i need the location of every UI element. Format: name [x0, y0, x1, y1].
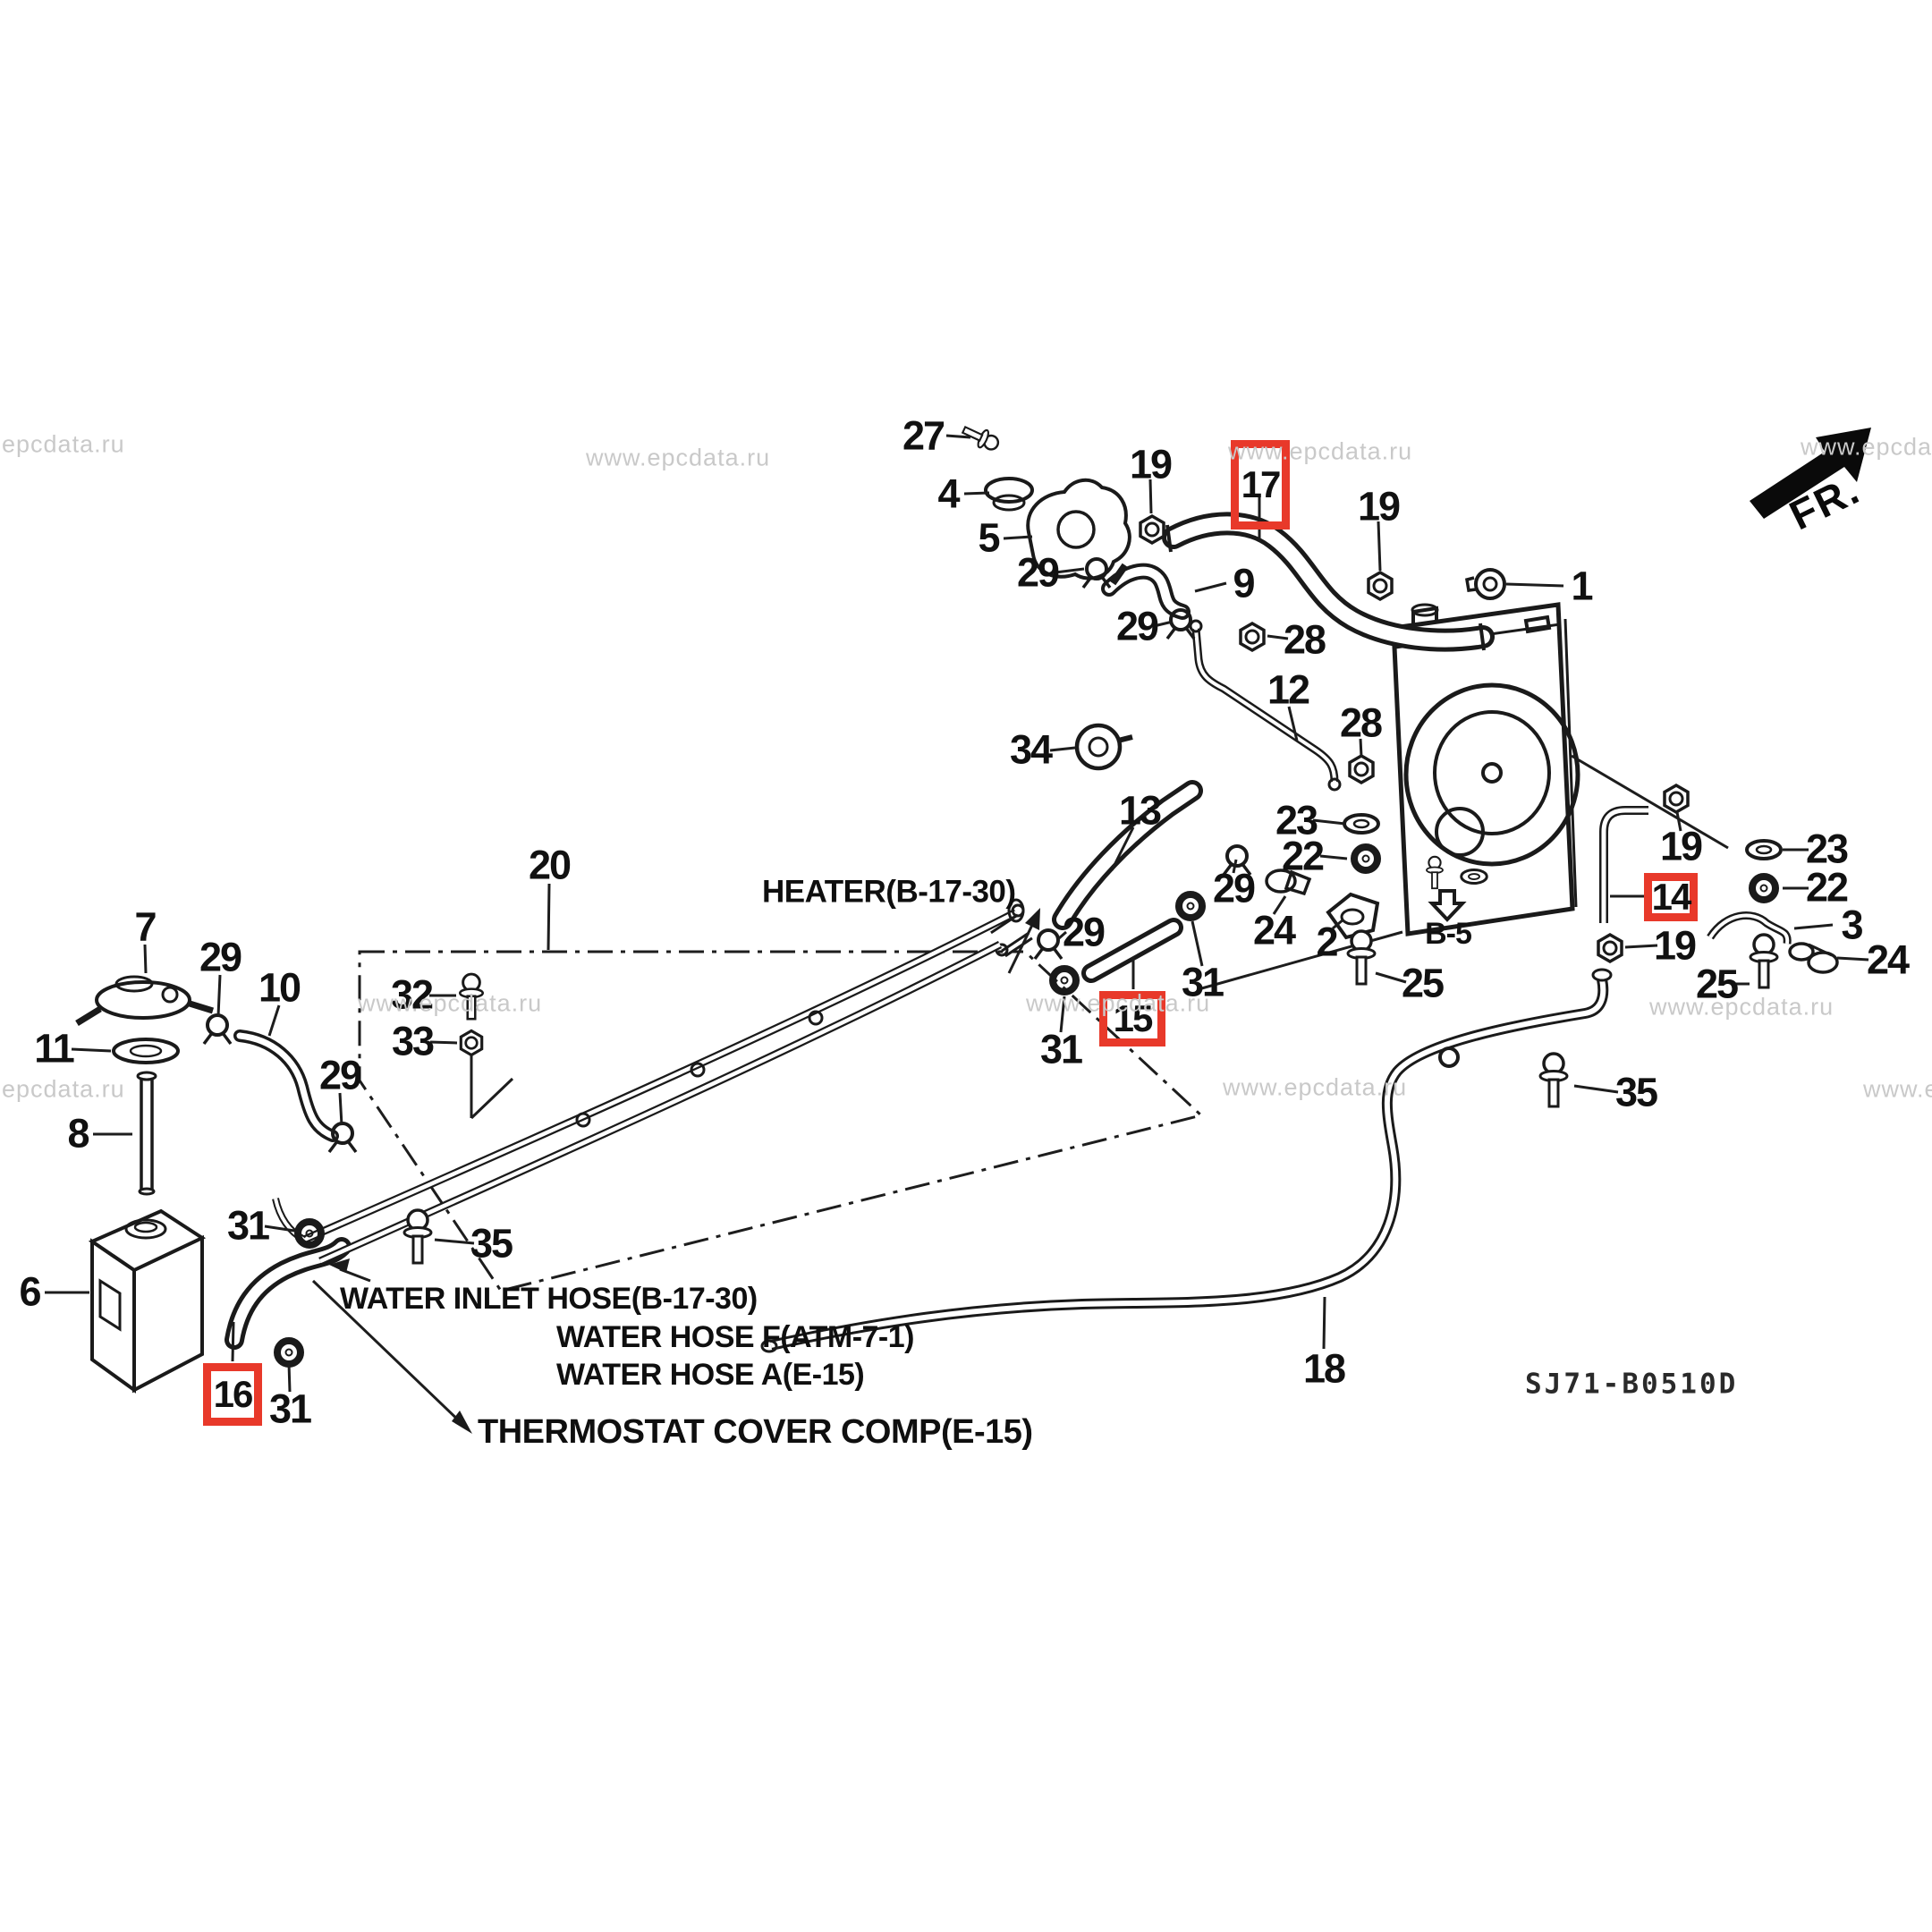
reference-arrows [311, 908, 1040, 1434]
part-callout-19: 19 [1129, 441, 1173, 487]
part-callout-32: 32 [390, 971, 434, 1018]
diagram-label-thermostat-cover-comp-e-15: THERMOSTAT COVER COMP(E-15) [478, 1413, 1033, 1451]
watermark: www.epcdata.ru [1026, 989, 1211, 1017]
part-callout-20: 20 [528, 842, 572, 888]
part-callout-5: 5 [978, 514, 1000, 561]
diagram-label-water-hose-f-atm-7-1: WATER HOSE F(ATM-7-1) [556, 1320, 915, 1354]
part-callout-31: 31 [226, 1202, 270, 1249]
reservoir-tank-drawing [88, 1208, 207, 1394]
small-parts-drawing [75, 419, 1839, 1364]
part-callout-3: 3 [1841, 902, 1863, 948]
part-callout-8: 8 [67, 1110, 89, 1157]
part-callout-33: 33 [391, 1018, 435, 1064]
watermark: epcdata.ru [2, 430, 125, 458]
watermark: www.epcdata.ru [358, 989, 543, 1017]
part-callout-29: 29 [1062, 909, 1106, 955]
part-callout-31: 31 [1181, 959, 1224, 1005]
fr-arrow-icon [1750, 428, 1871, 519]
watermark: epcdata.ru [2, 1075, 125, 1103]
part-callout-29: 29 [1212, 865, 1256, 911]
leader-lines [45, 434, 1869, 1393]
watermark: www.epcdata.ru [1801, 433, 1932, 461]
diagram-label-water-hose-a-e-15: WATER HOSE A(E-15) [556, 1358, 865, 1392]
part-callout-24: 24 [1866, 936, 1910, 983]
part-callout-25: 25 [1401, 960, 1445, 1006]
part-callout-1: 1 [1571, 563, 1593, 609]
part-callout-22: 22 [1281, 833, 1325, 879]
part-callout-4: 4 [937, 470, 960, 517]
part-callout-B-5: B-5 [1425, 917, 1472, 951]
part-callout-19: 19 [1659, 823, 1703, 869]
part-callout-15: 15 [1099, 991, 1165, 1046]
part-callout-29: 29 [1016, 549, 1060, 596]
part-callout-16: 16 [203, 1363, 262, 1426]
part-callout-34: 34 [1009, 726, 1053, 773]
part-callout-18: 18 [1302, 1345, 1346, 1392]
part-callout-17: 17 [1231, 440, 1290, 530]
watermark: www.epcdata.ru [1863, 1075, 1932, 1103]
part-callout-19: 19 [1357, 483, 1401, 530]
part-callout-13: 13 [1118, 787, 1162, 834]
part-callout-22: 22 [1805, 864, 1849, 911]
part-callout-2: 2 [1316, 919, 1338, 965]
watermark: www.epcdata.ru [1228, 437, 1413, 465]
watermark: www.epcdata.ru [1223, 1073, 1408, 1101]
diagram-code: SJ71-B0510D [1525, 1368, 1739, 1401]
part-callout-9: 9 [1233, 560, 1255, 606]
watermark: www.epcdata.ru [586, 444, 771, 471]
part-callout-25: 25 [1695, 961, 1739, 1007]
part-callout-28: 28 [1339, 699, 1383, 746]
part-callout-29: 29 [199, 934, 242, 980]
part-callout-6: 6 [19, 1268, 41, 1315]
part-callout-35: 35 [1614, 1069, 1658, 1115]
part-callout-28: 28 [1283, 616, 1326, 663]
part-callout-29: 29 [318, 1052, 362, 1098]
part-callout-24: 24 [1252, 907, 1296, 953]
part-callout-27: 27 [902, 412, 945, 459]
part-callout-31: 31 [268, 1385, 312, 1432]
part-callout-7: 7 [134, 903, 157, 950]
diagram-label-water-inlet-hose-b-17-30: WATER INLET HOSE(B-17-30) [340, 1282, 758, 1316]
part-callout-35: 35 [470, 1220, 513, 1267]
part-callout-10: 10 [258, 964, 301, 1011]
part-callout-11: 11 [34, 1025, 75, 1072]
part-callout-23: 23 [1805, 826, 1849, 872]
part-callout-19: 19 [1653, 922, 1697, 969]
part-callout-23: 23 [1275, 797, 1318, 843]
part-callout-29: 29 [1115, 603, 1159, 649]
phantom-box-part20 [358, 950, 1205, 1292]
part-callout-14: 14 [1644, 873, 1698, 921]
hoses-and-pipes [136, 512, 1792, 1353]
part-callout-12: 12 [1267, 666, 1310, 713]
part-callout-31: 31 [1039, 1026, 1083, 1072]
diagram-label-heater-b-17-30: HEATER(B-17-30) [762, 874, 1016, 910]
watermark: www.epcdata.ru [1649, 993, 1835, 1021]
